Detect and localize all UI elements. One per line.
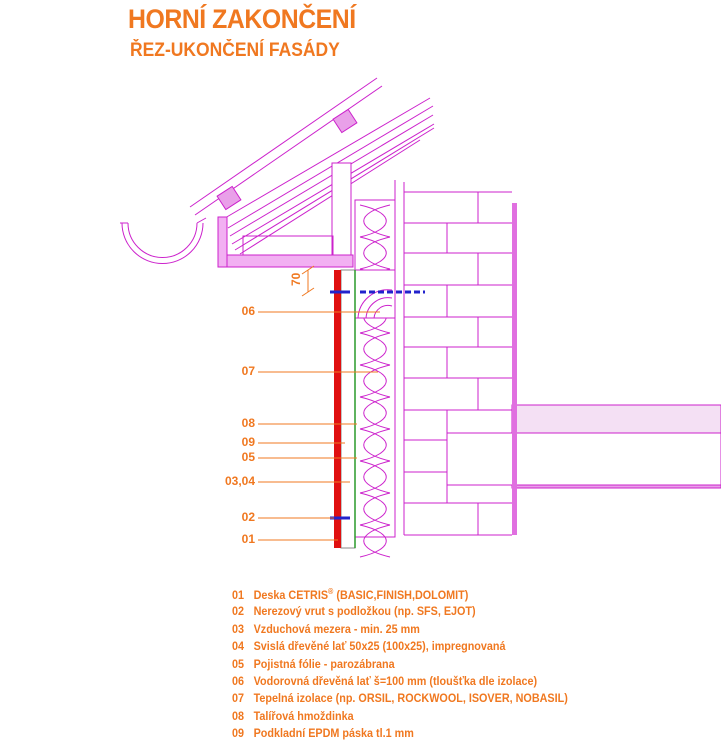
callout-label: 08 (241, 416, 255, 430)
cetris-board (334, 270, 341, 548)
insulation-loop (359, 396, 391, 430)
fascia-board (217, 216, 228, 268)
insulation-outline (354, 199, 396, 538)
floor-slab (446, 404, 721, 489)
insulation-loop (359, 364, 391, 398)
roof-batten (216, 185, 242, 211)
dimension-70 (301, 265, 315, 297)
rafter-end (242, 235, 334, 256)
drawing-title: HORNÍ ZAKONČENÍ (128, 4, 356, 34)
callout-label: 03,04 (224, 474, 255, 488)
gutter (120, 217, 207, 264)
dimension-label: 70 (289, 272, 303, 286)
wall-post (331, 162, 352, 256)
insulation-loop (359, 524, 391, 558)
drawing-subtitle: ŘEZ-UKONČENÍ FASÁDY (130, 40, 340, 61)
callout-label: 05 (241, 450, 255, 464)
insulation-loop (359, 236, 391, 270)
insulation-loop (359, 492, 391, 526)
insulation-loop (359, 204, 391, 238)
interior-plaster (512, 203, 517, 535)
horizontal-batten-06 (354, 269, 396, 319)
callout-label: 01 (241, 532, 255, 546)
roof-structure (120, 77, 435, 268)
insulation-loop (359, 428, 391, 462)
callout-label: 07 (241, 364, 255, 378)
callout-label: 06 (241, 304, 255, 318)
callout-label: 02 (241, 510, 255, 524)
roof-batten (332, 108, 358, 134)
soffit-board (226, 254, 354, 268)
insulation-loop (359, 332, 391, 366)
thermal-insulation (354, 199, 396, 558)
callout-label: 09 (241, 435, 255, 449)
insulation-loop (359, 460, 391, 494)
